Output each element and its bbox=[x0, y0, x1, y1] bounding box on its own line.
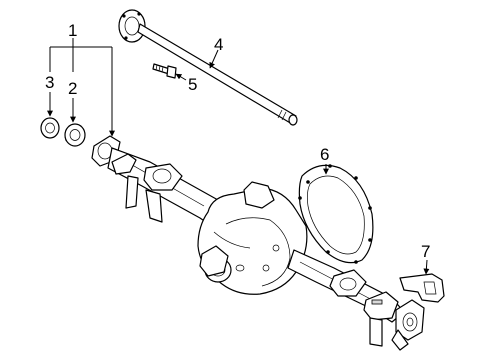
axle-seal bbox=[40, 117, 60, 139]
axle-shaft bbox=[118, 9, 298, 126]
callout-5-leader bbox=[175, 73, 187, 81]
wheel-stud-bolt bbox=[152, 63, 177, 79]
axle-bearing bbox=[64, 123, 86, 147]
callout-1: 1 bbox=[68, 21, 77, 40]
callout-7: 7 bbox=[421, 242, 430, 261]
mounting-bracket bbox=[399, 273, 445, 303]
callout-2: 2 bbox=[68, 79, 77, 98]
callout-3: 3 bbox=[45, 73, 54, 92]
callout-5: 5 bbox=[188, 75, 197, 94]
axle-housing bbox=[91, 135, 425, 351]
differential-cover bbox=[298, 164, 374, 264]
callout-1-leader bbox=[49, 38, 115, 137]
callout-6: 6 bbox=[320, 145, 329, 164]
callout-7-leader bbox=[423, 259, 430, 275]
callout-4: 4 bbox=[214, 35, 223, 54]
callout-4-leader bbox=[209, 49, 219, 69]
